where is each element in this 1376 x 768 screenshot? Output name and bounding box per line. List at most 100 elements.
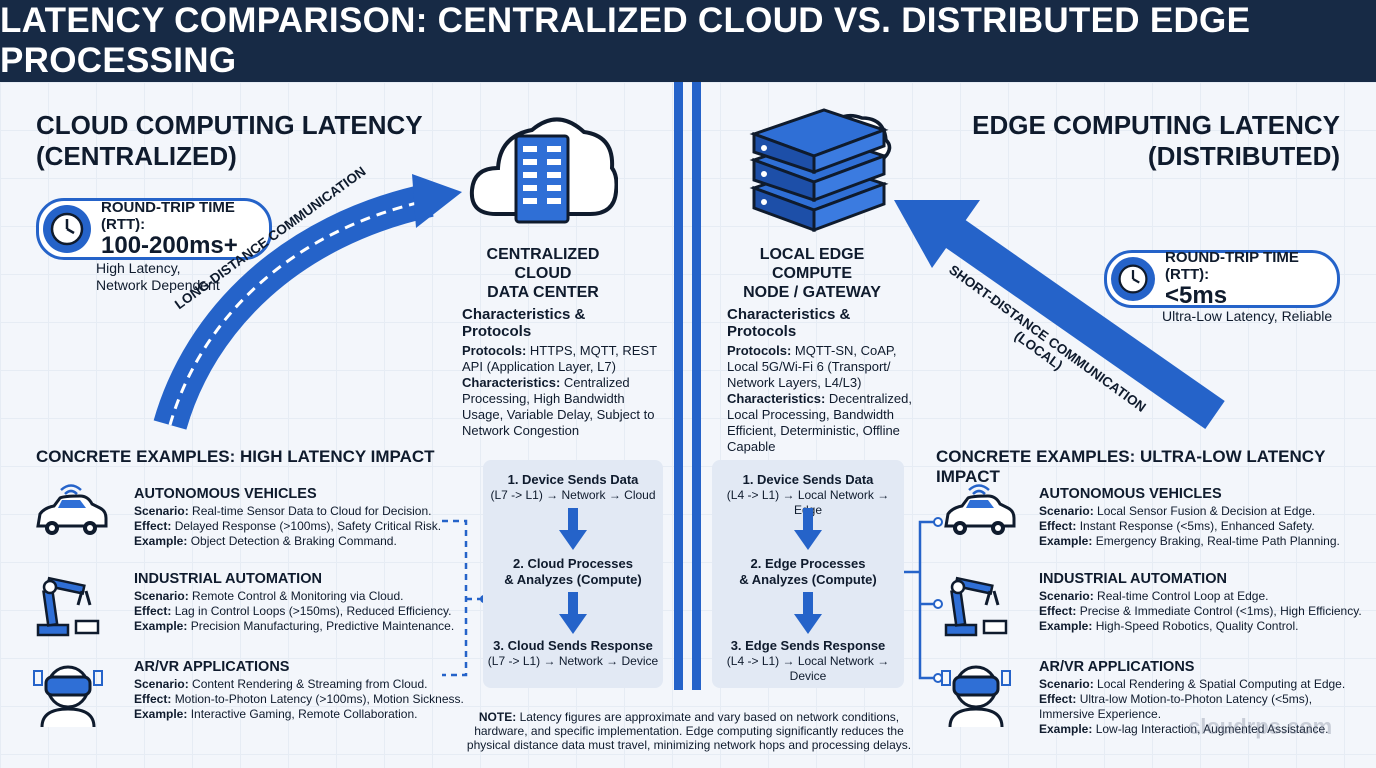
effect-text: Motion-to-Photon Latency (>100ms), Motio… [174,692,464,706]
cloud-heading: CLOUD COMPUTING LATENCY (CENTRALIZED) [36,110,423,172]
effect-label: Effect: [134,692,172,706]
characteristics-text: Decentralized, Local Processing, Bandwid… [727,391,913,454]
cloud-characteristics: Characteristics & Protocols Protocols: H… [462,306,658,439]
characteristics-label: Characteristics: [462,375,561,390]
example-title: INDUSTRIAL AUTOMATION [134,571,322,587]
cloud-node-line2: DATA CENTER [487,284,599,301]
example-title: INDUSTRIAL AUTOMATION [1039,571,1227,587]
note-label: NOTE: [478,710,517,724]
scenario-label: Scenario: [1039,589,1094,603]
flow-step-2: 2. Cloud Processes& Analyzes (Compute) [483,556,663,588]
example-scenario: Scenario: Remote Control & Monitoring vi… [134,589,464,604]
scenario-text: Remote Control & Monitoring via Cloud. [192,589,404,603]
step-title: 1. Device Sends Data [742,472,874,487]
protocols-text: HTTPS, MQTT, REST API (Application Layer… [462,343,657,374]
scenario-text: Local Sensor Fusion & Decision at Edge. [1097,504,1316,518]
cloud-rtt-value: 100-200ms+ [101,232,238,259]
effect-text: Precise & Immediate Control (<1ms), High… [1079,604,1362,618]
cloud-node-title: CENTRALIZED CLOUD DATA CENTER [458,245,628,302]
edge-protocols: Protocols: MQTT-SN, CoAP, Local 5G/Wi-Fi… [727,343,917,391]
characteristics-text: Centralized Processing, High Bandwidth U… [462,375,655,438]
effect-text: Instant Response (<5ms), Enhanced Safety… [1079,519,1315,533]
edge-gateway-icon [749,108,892,233]
step-title: & Analyzes (Compute) [739,572,877,587]
arrow-head [894,200,980,268]
vr-headset-icon [940,657,1018,729]
cloud-rtt-label: ROUND-TRIP TIME (RTT): [101,199,235,233]
example-scenario: Scenario: Local Sensor Fusion & Decision… [1039,504,1364,519]
flow-step-1: 1. Device Sends Data(L7 -> L1) → Network… [483,472,663,503]
example-effect: Effect: Ultra-low Motion-to-Photon Laten… [1039,692,1364,722]
example-effect: Effect: Precise & Immediate Control (<1m… [1039,604,1364,619]
footnote: NOTE: Latency figures are approximate an… [464,710,914,752]
step-title: 1. Device Sends Data [507,472,639,487]
example-title: AR/VR APPLICATIONS [1039,659,1195,675]
step-sub: (L7 -> L1) → Network → Cloud [490,488,656,502]
effect-label: Effect: [134,604,172,618]
flow-step-3: 3. Edge Sends Response(L4 -> L1) → Local… [712,638,904,684]
example-effect: Effect: Lag in Control Loops (>150ms), R… [134,604,464,619]
down-arrow-icon [794,508,822,557]
step-title: 3. Edge Sends Response [730,638,886,653]
effect-text: Lag in Control Loops (>150ms), Reduced E… [174,604,452,618]
down-arrow-icon [559,592,587,641]
cloud-node-line1: CENTRALIZED CLOUD [486,246,600,282]
scenario-label: Scenario: [134,504,189,518]
step-sub: (L7 -> L1) → Network → Device [487,654,659,668]
example-text: Precision Manufacturing, Predictive Main… [190,619,455,633]
edge-node-title: LOCAL EDGE COMPUTE NODE / GATEWAY [726,245,898,302]
cloud-rtt-note-line1: High Latency, [96,260,181,276]
example-title: AR/VR APPLICATIONS [134,659,290,675]
example-example: Example: Object Detection & Braking Comm… [134,534,464,549]
cloud-char-title: Characteristics & Protocols [462,306,586,340]
edge-heading-line1: EDGE COMPUTING LATENCY [972,110,1340,140]
edge-rtt-note: Ultra-Low Latency, Reliable [1162,308,1333,324]
example-title: AUTONOMOUS VEHICLES [134,486,317,502]
cloud-datacenter-icon [469,117,618,224]
edge-char-title: Characteristics & Protocols [727,306,851,340]
center-divider-right [692,82,701,690]
edge-node-line1: LOCAL EDGE COMPUTE [759,246,865,282]
cloud-rtt-note: High Latency, Network Dependent [96,260,220,294]
effect-text: Delayed Response (>100ms), Safety Critic… [174,519,442,533]
scenario-label: Scenario: [1039,504,1094,518]
edge-rtt-label: ROUND-TRIP TIME (RTT): [1165,249,1299,283]
example-example: Example: Interactive Gaming, Remote Coll… [134,707,464,722]
cloud-char-list: Characteristics: Centralized Processing,… [462,375,658,439]
edge-examples-header: CONCRETE EXAMPLES: ULTRA-LOW LATENCY IMP… [936,447,1326,486]
short-distance-arrow [894,200,1225,429]
step-title: 2. Edge Processes [750,556,866,571]
cloud-protocols: Protocols: HTTPS, MQTT, REST API (Applic… [462,343,658,375]
edge-node-line2: NODE / GATEWAY [743,284,881,301]
example-effect: Effect: Motion-to-Photon Latency (>100ms… [134,692,464,707]
scenario-label: Scenario: [134,589,189,603]
example-example: Example: Precision Manufacturing, Predic… [134,619,464,634]
example-text: Low-lag Interaction, Augmented Assistanc… [1095,722,1329,736]
car-icon [32,484,110,556]
flow-step-3: 3. Cloud Sends Response(L7 -> L1) → Netw… [483,638,663,669]
step-title: 2. Cloud Processes [513,556,633,571]
scenario-text: Real-time Sensor Data to Cloud for Decis… [192,504,432,518]
car-icon [940,484,1018,556]
edge-heading-line2: (DISTRIBUTED) [1147,141,1340,171]
cloud-flow-box: 1. Device Sends Data(L7 -> L1) → Network… [483,460,663,688]
cloud-rtt-note-line2: Network Dependent [96,277,220,293]
example-label: Example: [1039,534,1093,548]
edge-rtt-box: ROUND-TRIP TIME (RTT): <5ms [1104,249,1340,309]
title-bar: LATENCY COMPARISON: CENTRALIZED CLOUD VS… [0,0,1376,82]
flow-step-2: 2. Edge Processes& Analyzes (Compute) [712,556,904,588]
edge-char-list: Characteristics: Decentralized, Local Pr… [727,391,917,455]
protocols-label: Protocols: [462,343,527,358]
cloud-heading-line1: CLOUD COMPUTING LATENCY [36,110,423,140]
vr-headset-icon [32,657,110,729]
example-text: Object Detection & Braking Command. [190,534,397,548]
long-distance-arrow [153,174,462,430]
example-text: Interactive Gaming, Remote Collaboration… [190,707,418,721]
effect-label: Effect: [1039,519,1077,533]
example-effect: Effect: Delayed Response (>100ms), Safet… [134,519,464,534]
edge-heading: EDGE COMPUTING LATENCY (DISTRIBUTED) [972,110,1340,172]
